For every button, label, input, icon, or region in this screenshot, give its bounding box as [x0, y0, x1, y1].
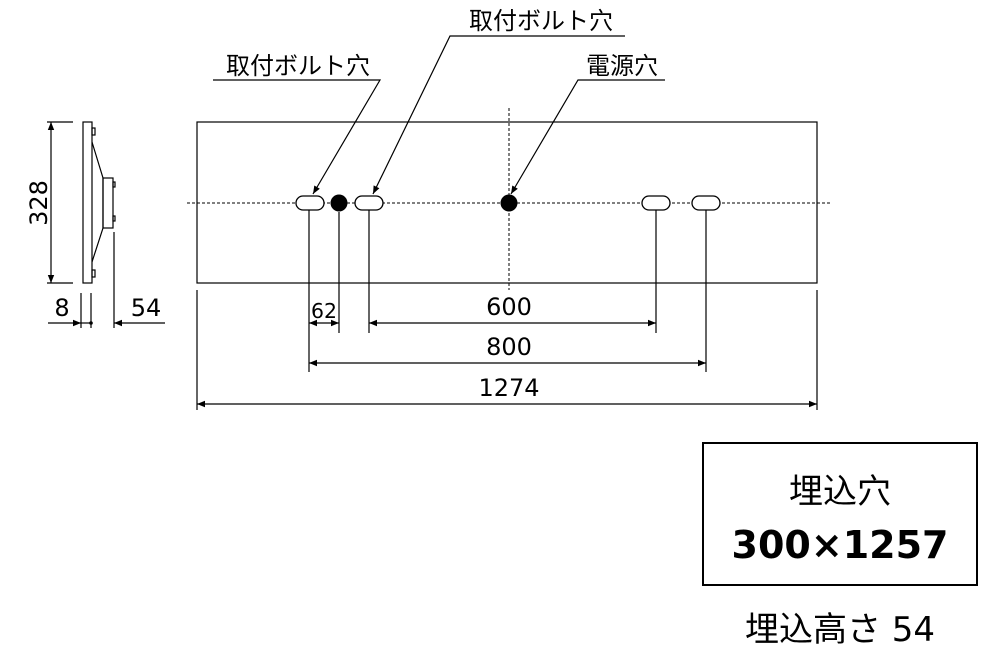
leader-line [372, 35, 625, 195]
embed-height: 埋込高さ 54 [745, 610, 935, 650]
thickness-dimension: 8 [54, 294, 69, 322]
bolt-hole-slot [691, 195, 721, 211]
side-view: 328 8 54 [25, 121, 165, 328]
bolt-span-outer-dimension: 800 [486, 333, 532, 361]
leader-line [510, 79, 665, 195]
bolt-hole-slot [295, 195, 325, 211]
bolt-hole-label-left: 取付ボルト穴 [226, 52, 370, 80]
power-hole [500, 194, 518, 212]
height-dimension: 328 [25, 180, 53, 226]
leader-line [213, 79, 382, 195]
offset-dimension: 62 [311, 299, 337, 323]
cutout-title: 埋込穴 [789, 472, 891, 512]
total-length-dimension: 1274 [478, 374, 539, 402]
depth-dimension: 54 [131, 294, 162, 322]
front-view: 62 600 800 1274 取付ボルト穴 取付ボルト穴 電源穴 [187, 7, 830, 410]
bolt-hole-slot [641, 195, 671, 211]
power-hole [330, 194, 348, 212]
power-hole-label: 電源穴 [586, 52, 658, 80]
bolt-hole-slot [354, 195, 384, 211]
cutout-info-box: 埋込穴 300×1257 [702, 442, 978, 586]
cutout-size: 300×1257 [732, 523, 949, 567]
bolt-hole-label-top: 取付ボルト穴 [469, 7, 613, 35]
bolt-span-inner-dimension: 600 [486, 293, 532, 321]
